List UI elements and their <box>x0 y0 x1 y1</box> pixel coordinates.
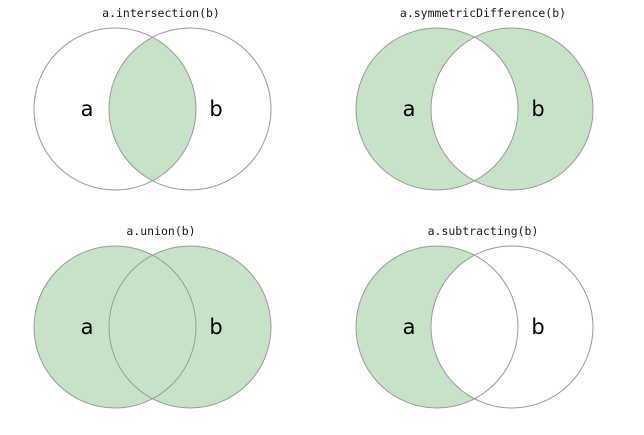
set-label-b: b <box>531 315 544 339</box>
circle-a-outline <box>33 245 197 409</box>
panel-title-subtracting: a.subtracting(b) <box>427 224 539 238</box>
panel-title-intersection: a.intersection(b) <box>102 6 220 20</box>
venn-panel-intersection: a.intersection(b) a b <box>0 0 322 217</box>
set-label-a: a <box>403 315 416 339</box>
venn-svg-subtracting: a b <box>355 245 594 409</box>
circle-b-outline <box>430 27 594 191</box>
panel-title-symmetric-difference: a.symmetricDifference(b) <box>399 6 567 20</box>
circle-a-outline <box>33 27 197 191</box>
set-label-b: b <box>209 97 222 121</box>
set-label-a: a <box>81 97 94 121</box>
venn-svg-intersection: a b <box>33 27 272 191</box>
region-intersection-ab <box>109 28 196 190</box>
region-b-only <box>431 28 593 190</box>
set-label-a: a <box>81 315 94 339</box>
venn-panel-subtracting: a.subtracting(b) a b <box>322 218 644 435</box>
venn-panel-union: a.union(b) a b <box>0 218 322 435</box>
set-label-b: b <box>531 97 544 121</box>
region-b-filled <box>109 246 271 408</box>
circle-a-outline <box>355 27 519 191</box>
region-a-minus-b <box>356 246 518 408</box>
circle-b-outline <box>108 27 272 191</box>
venn-svg-union: a b <box>33 245 272 409</box>
venn-panel-symmetric-difference: a.symmetricDifference(b) a b <box>322 0 644 217</box>
set-label-a: a <box>403 97 416 121</box>
circle-b-outline <box>108 245 272 409</box>
panel-title-union: a.union(b) <box>126 224 196 238</box>
circle-a-outline <box>355 245 519 409</box>
circle-b-outline <box>430 245 594 409</box>
set-label-b: b <box>209 315 222 339</box>
venn-svg-symmetric-difference: a b <box>355 27 594 191</box>
